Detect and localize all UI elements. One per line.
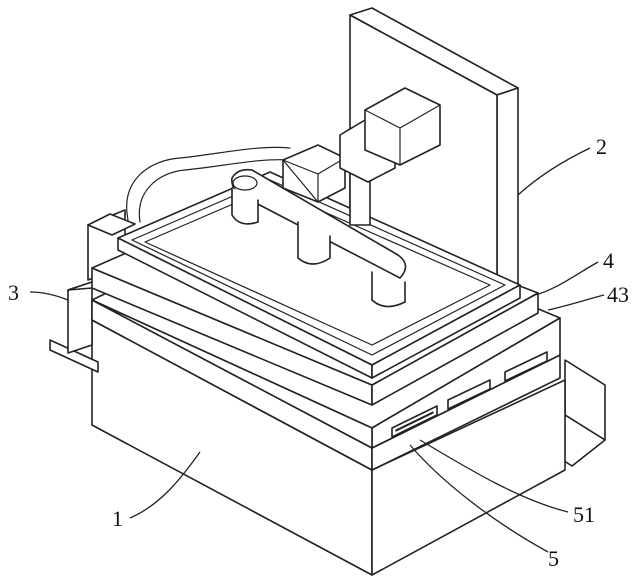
label-1: 1 bbox=[112, 506, 123, 531]
base-block bbox=[91, 319, 566, 576]
label-3: 3 bbox=[8, 280, 19, 305]
gantry-arm bbox=[231, 168, 407, 308]
label-2: 2 bbox=[596, 134, 607, 159]
part-labels: 2 3 4 43 1 51 5 bbox=[8, 134, 629, 571]
label-5: 5 bbox=[548, 546, 559, 571]
leader-lines bbox=[29, 147, 605, 553]
side-bracket bbox=[49, 279, 106, 373]
slots bbox=[391, 351, 548, 438]
label-43: 43 bbox=[607, 282, 629, 307]
shaft bbox=[339, 87, 441, 226]
label-51: 51 bbox=[573, 502, 595, 527]
label-4: 4 bbox=[603, 248, 614, 273]
flexible-pipe bbox=[126, 146, 291, 223]
top-table bbox=[117, 171, 521, 379]
